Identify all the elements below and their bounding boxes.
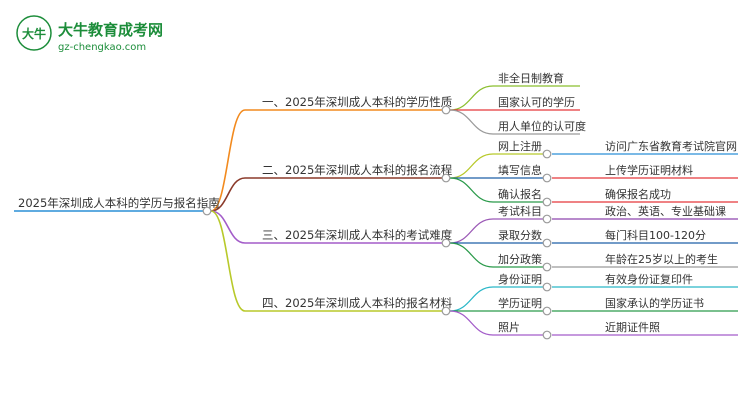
subtopic-node-2-2[interactable] [542, 173, 552, 183]
detail-2-1[interactable]: 访问广东省教育考试院官网 [605, 139, 737, 153]
branch-connector-4 [210, 210, 246, 312]
subtopic-4-1[interactable]: 身份证明 [498, 272, 542, 286]
detail-3-3[interactable]: 年龄在25岁以上的考生 [605, 252, 718, 266]
subtopic-node-3-3[interactable] [542, 262, 552, 272]
child-connector-2-1 [449, 153, 494, 179]
branch-topic-2[interactable]: 二、2025年深圳成人本科的报名流程 [262, 163, 453, 177]
mindmap-nodes: 2025年深圳成人本科的学历与报名指南 一、2025年深圳成人本科的学历性质 非全… [18, 71, 737, 340]
branch-topic-3[interactable]: 三、2025年深圳成人本科的考试难度 [262, 228, 453, 242]
detail-3-2[interactable]: 每门科目100-120分 [605, 228, 706, 242]
subtopic-3-2[interactable]: 录取分数 [498, 229, 542, 242]
subtopic-3-3[interactable]: 加分政策 [498, 252, 542, 266]
branch-node-4[interactable] [441, 306, 451, 316]
logo-glyph: 大牛 [22, 26, 46, 41]
child-connector-1-3 [449, 109, 494, 135]
root-topic[interactable]: 2025年深圳成人本科的学历与报名指南 [18, 196, 220, 210]
child-connector-1-1 [449, 85, 494, 111]
root-node[interactable] [202, 206, 212, 216]
subtopic-node-3-2[interactable] [542, 238, 552, 248]
child-connector-4-3 [449, 310, 494, 336]
subtopic-2-3[interactable]: 确认报名 [498, 187, 542, 201]
branch-connector-3 [210, 210, 246, 244]
subtopic-node-2-3[interactable] [542, 197, 552, 207]
subtopic-3-1[interactable]: 考试科目 [498, 204, 542, 218]
detail-3-1[interactable]: 政治、英语、专业基础课 [605, 204, 726, 218]
child-connector-4-1 [449, 286, 494, 312]
subtopic-1-3[interactable]: 用人单位的认可度 [498, 119, 586, 133]
subtopic-node-2-1[interactable] [542, 149, 552, 159]
subtopic-2-2[interactable]: 填写信息 [498, 163, 542, 177]
subtopic-1-2[interactable]: 国家认可的学历 [498, 95, 575, 109]
detail-4-3[interactable]: 近期证件照 [605, 321, 660, 334]
branch-topic-4[interactable]: 四、2025年深圳成人本科的报名材料 [262, 296, 453, 310]
subtopic-1-1[interactable]: 非全日制教育 [498, 71, 564, 85]
detail-4-2[interactable]: 国家承认的学历证书 [605, 296, 704, 310]
branch-node-3[interactable] [441, 238, 451, 248]
subtopic-4-3[interactable]: 照片 [498, 321, 520, 334]
detail-2-3[interactable]: 确保报名成功 [605, 187, 671, 201]
logo-emblem-icon [16, 15, 52, 51]
child-connector-2-3 [449, 177, 494, 203]
site-logo[interactable]: 大牛 大牛教育成考网 gz-chengkao.com [16, 15, 163, 53]
logo-url: gz-chengkao.com [58, 42, 146, 53]
child-connector-3-3 [449, 242, 494, 268]
branch-node-2[interactable] [441, 173, 451, 183]
subtopic-node-4-2[interactable] [542, 306, 552, 316]
logo-name: 大牛教育成考网 [58, 21, 163, 39]
subtopic-node-3-1[interactable] [542, 214, 552, 224]
subtopic-node-4-3[interactable] [542, 330, 552, 340]
detail-2-2[interactable]: 上传学历证明材料 [605, 163, 693, 177]
subtopic-2-1[interactable]: 网上注册 [498, 139, 542, 153]
branch-connector-1 [210, 109, 246, 212]
branch-node-1[interactable] [441, 105, 451, 115]
branch-connector-2 [210, 177, 246, 212]
subtopic-4-2[interactable]: 学历证明 [498, 296, 542, 310]
mindmap-edges [14, 85, 738, 336]
detail-4-1[interactable]: 有效身份证复印件 [605, 272, 693, 286]
branch-topic-1[interactable]: 一、2025年深圳成人本科的学历性质 [262, 95, 452, 109]
subtopic-node-4-1[interactable] [542, 282, 552, 292]
child-connector-3-1 [449, 218, 494, 244]
